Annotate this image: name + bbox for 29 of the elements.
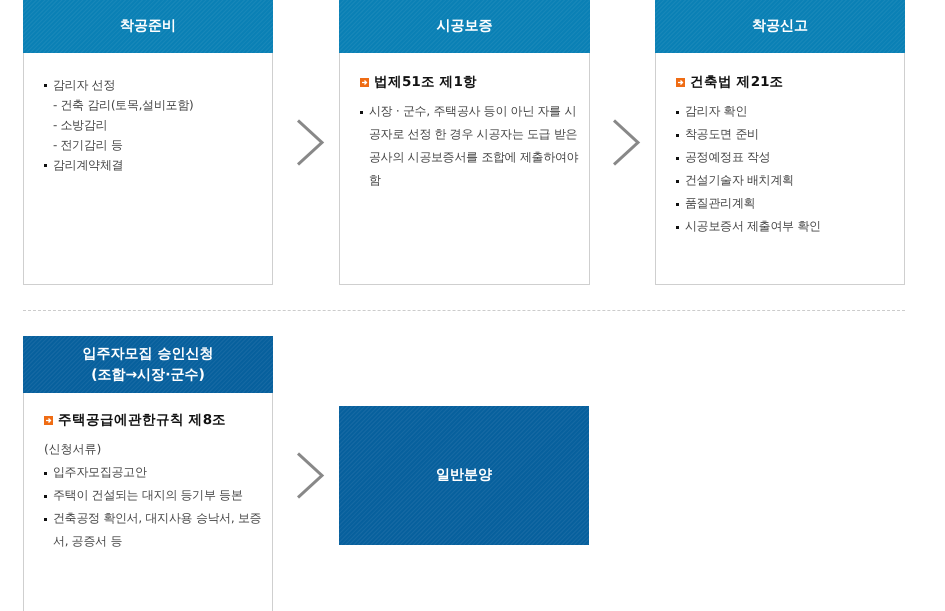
sub-item: - 전기감리 등	[52, 137, 124, 154]
list-item: 감리자 선정	[44, 75, 264, 95]
law-reference: 주택공급에관한규칙 제8조	[58, 411, 226, 430]
list-item: 시공보증서 제출여부 확인	[676, 215, 896, 238]
list-item: 건축공정 확인서, 대지사용 승낙서, 보증서, 공증서 등	[44, 507, 264, 553]
list-item: 주택이 건설되는 대지의 등기부 등본	[44, 484, 264, 507]
sub-item: - 건축 감리(토목,설비포함)	[52, 97, 194, 114]
sub-item: - 소방감리	[52, 117, 108, 134]
list-item: 건설기술자 배치계획	[676, 169, 896, 192]
card-title: 착공준비	[120, 17, 176, 36]
list-item: 품질관리계획	[676, 192, 896, 215]
card-title: 시공보증	[436, 17, 492, 36]
process-box	[339, 406, 589, 545]
process-card	[655, 0, 905, 285]
card-title: 착공신고	[752, 17, 808, 36]
process-card	[339, 0, 590, 285]
law-reference: 건축법 제21조	[690, 73, 784, 92]
note-text: (신청서류)	[44, 441, 102, 458]
list-item: 입주자모집공고안	[44, 461, 264, 484]
process-card	[23, 0, 273, 285]
list-item: 시장 · 군수, 주택공사 등이 아닌 자를 시공자로 선정 한 경우 시공자는 도급 받은 공사의 시공보증서를 조합에 제출하여야 함	[360, 100, 581, 192]
list-item: 감리자 확인	[676, 100, 896, 123]
list-item: 공정예정표 작성	[676, 146, 896, 169]
list-item: 감리계약체결	[44, 155, 264, 175]
box-title: 일반분양	[436, 466, 492, 485]
law-reference: 법제51조 제1항	[374, 73, 477, 92]
process-card	[23, 336, 273, 611]
card-title: 입주자모집 승인신청 (조합→시장·군수)	[82, 344, 214, 384]
list-item: 착공도면 준비	[676, 123, 896, 146]
